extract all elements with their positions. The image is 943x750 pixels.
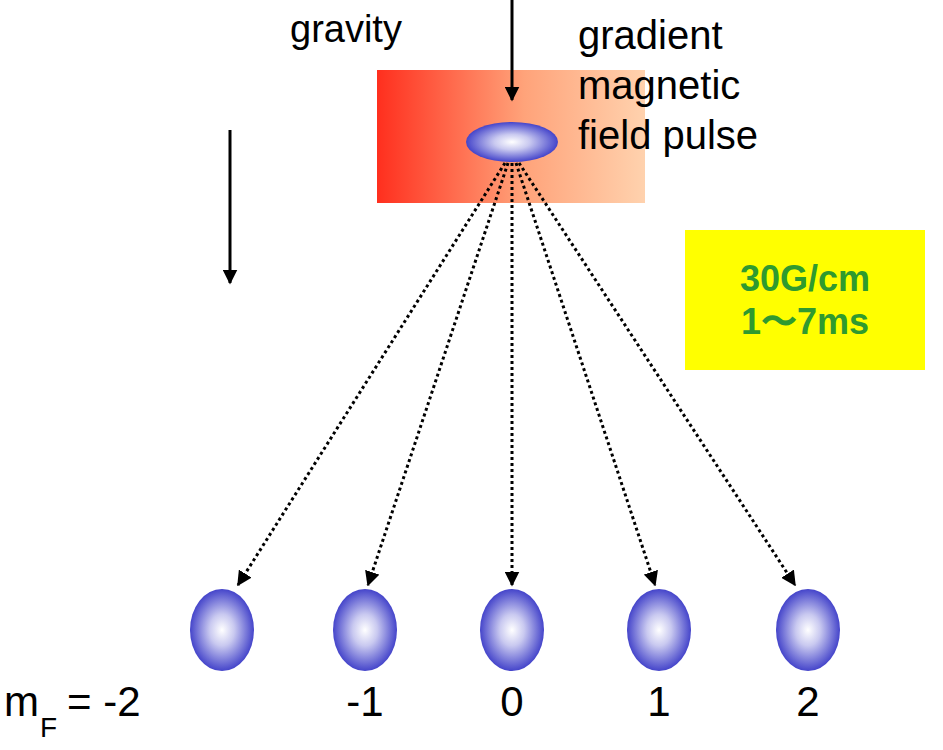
atom-cloud — [627, 589, 691, 671]
trajectories — [238, 163, 795, 585]
mf-value: = -2 — [67, 678, 141, 726]
trajectory — [511, 163, 514, 585]
trajectory — [519, 163, 795, 585]
atom-cloud — [466, 122, 558, 162]
field-label: gradient magnetic field pulse — [578, 10, 783, 160]
trajectory — [516, 163, 655, 585]
parameter-text: 1〜7ms — [741, 300, 869, 343]
gravity-label: gravity — [290, 8, 402, 52]
trajectory — [238, 163, 505, 585]
mf-subscript: F — [40, 712, 57, 744]
mf-value: 0 — [500, 678, 523, 726]
mf-value: 2 — [796, 678, 819, 726]
parameter-text: 30G/cm — [740, 257, 870, 300]
atom-cloud — [480, 589, 544, 671]
gravity-arrow — [229, 130, 232, 283]
atom-cloud — [333, 589, 397, 671]
mf-symbol: m — [4, 678, 39, 726]
mf-value: 1 — [647, 678, 670, 726]
mf-value: -1 — [346, 678, 383, 726]
trajectory — [368, 163, 508, 585]
input-arrow — [511, 0, 514, 100]
atom-cloud — [776, 589, 840, 671]
atom-cloud — [190, 589, 254, 671]
parameter-box: 30G/cm1〜7ms — [685, 230, 925, 370]
